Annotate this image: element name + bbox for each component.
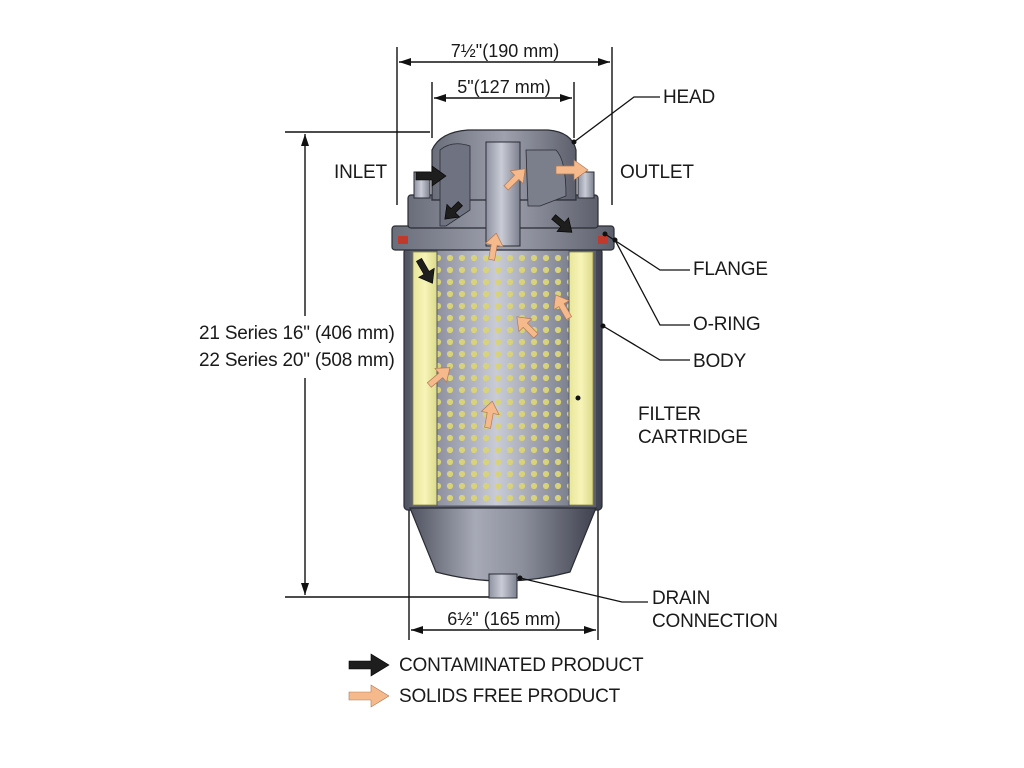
label-inlet: INLET (334, 162, 387, 183)
label-flange: FLANGE (693, 259, 768, 280)
arrow-outlet-icon (555, 159, 589, 181)
dim-inner-width: 5"(127 mm) (457, 77, 551, 97)
arrow-peach-1-icon (503, 168, 526, 191)
dim-body-width: 6½" (165 mm) (447, 609, 561, 629)
arrow-dark-2-icon (551, 214, 573, 233)
filter-cartridge (412, 247, 594, 507)
legend-contaminated-arrow-icon (348, 653, 390, 677)
arrow-peach-6-icon (480, 400, 500, 429)
dim-height-22-series: 22 Series 20" (508 mm) (199, 349, 395, 372)
arrow-peach-4-icon (516, 316, 539, 339)
arrow-dark-3-icon (415, 257, 435, 284)
arrow-peach-2-icon (484, 232, 504, 261)
label-head: HEAD (663, 87, 715, 108)
dim-height-21-series: 21 Series 16" (406 mm) (199, 322, 395, 345)
arrow-peach-3-icon (553, 294, 573, 321)
arrow-peach-5-icon (426, 367, 451, 388)
legend-solids-free-arrow-icon (348, 684, 390, 708)
label-filter-cartridge: FILTER CARTRIDGE (638, 404, 748, 448)
label-drain-connection: DRAIN CONNECTION (652, 588, 778, 632)
leader-lines (519, 96, 690, 603)
dimension-lines (285, 47, 613, 640)
contaminated-flow-arrows (415, 165, 573, 284)
legend-arrows (348, 653, 390, 708)
arrow-dark-1-icon (444, 201, 463, 220)
drain-cone (409, 507, 597, 599)
arrow-inlet-icon (415, 165, 447, 187)
dim-head-width: 7½"(190 mm) (450, 41, 560, 61)
legend-contaminated-label: CONTAMINATED PRODUCT (399, 655, 644, 676)
leader-dots (517, 139, 618, 581)
legend-solids-free-label: SOLIDS FREE PRODUCT (399, 686, 621, 707)
label-body: BODY (693, 351, 747, 372)
label-outlet: OUTLET (620, 162, 694, 183)
solids-free-flow-arrows (426, 159, 589, 429)
label-oring: O-RING (693, 314, 761, 335)
